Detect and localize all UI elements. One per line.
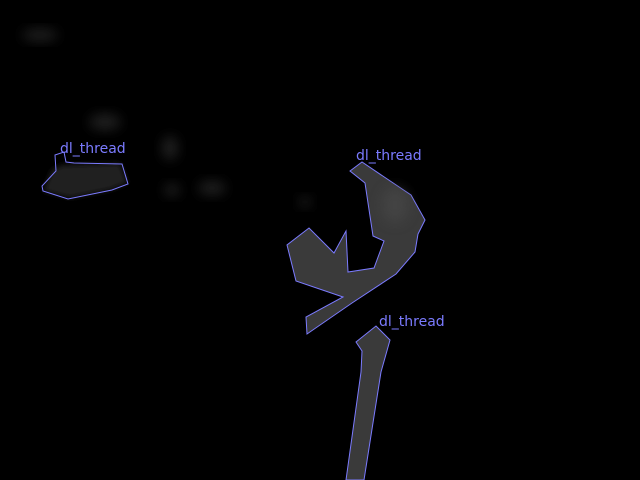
thread-region-1: dl_thread <box>41 141 129 200</box>
thread-label-2: dl_thread <box>356 148 422 164</box>
thread-label-1: dl_thread <box>60 141 126 157</box>
thread-region-3-shape <box>345 325 391 480</box>
thread-region-1-outline <box>41 151 129 200</box>
thread-region-2-shape <box>286 161 426 335</box>
thread-region-3: dl_thread <box>345 314 445 480</box>
thread-region-2: dl_thread <box>286 148 426 335</box>
background-noise <box>22 29 311 207</box>
thread-label-3: dl_thread <box>379 314 445 330</box>
